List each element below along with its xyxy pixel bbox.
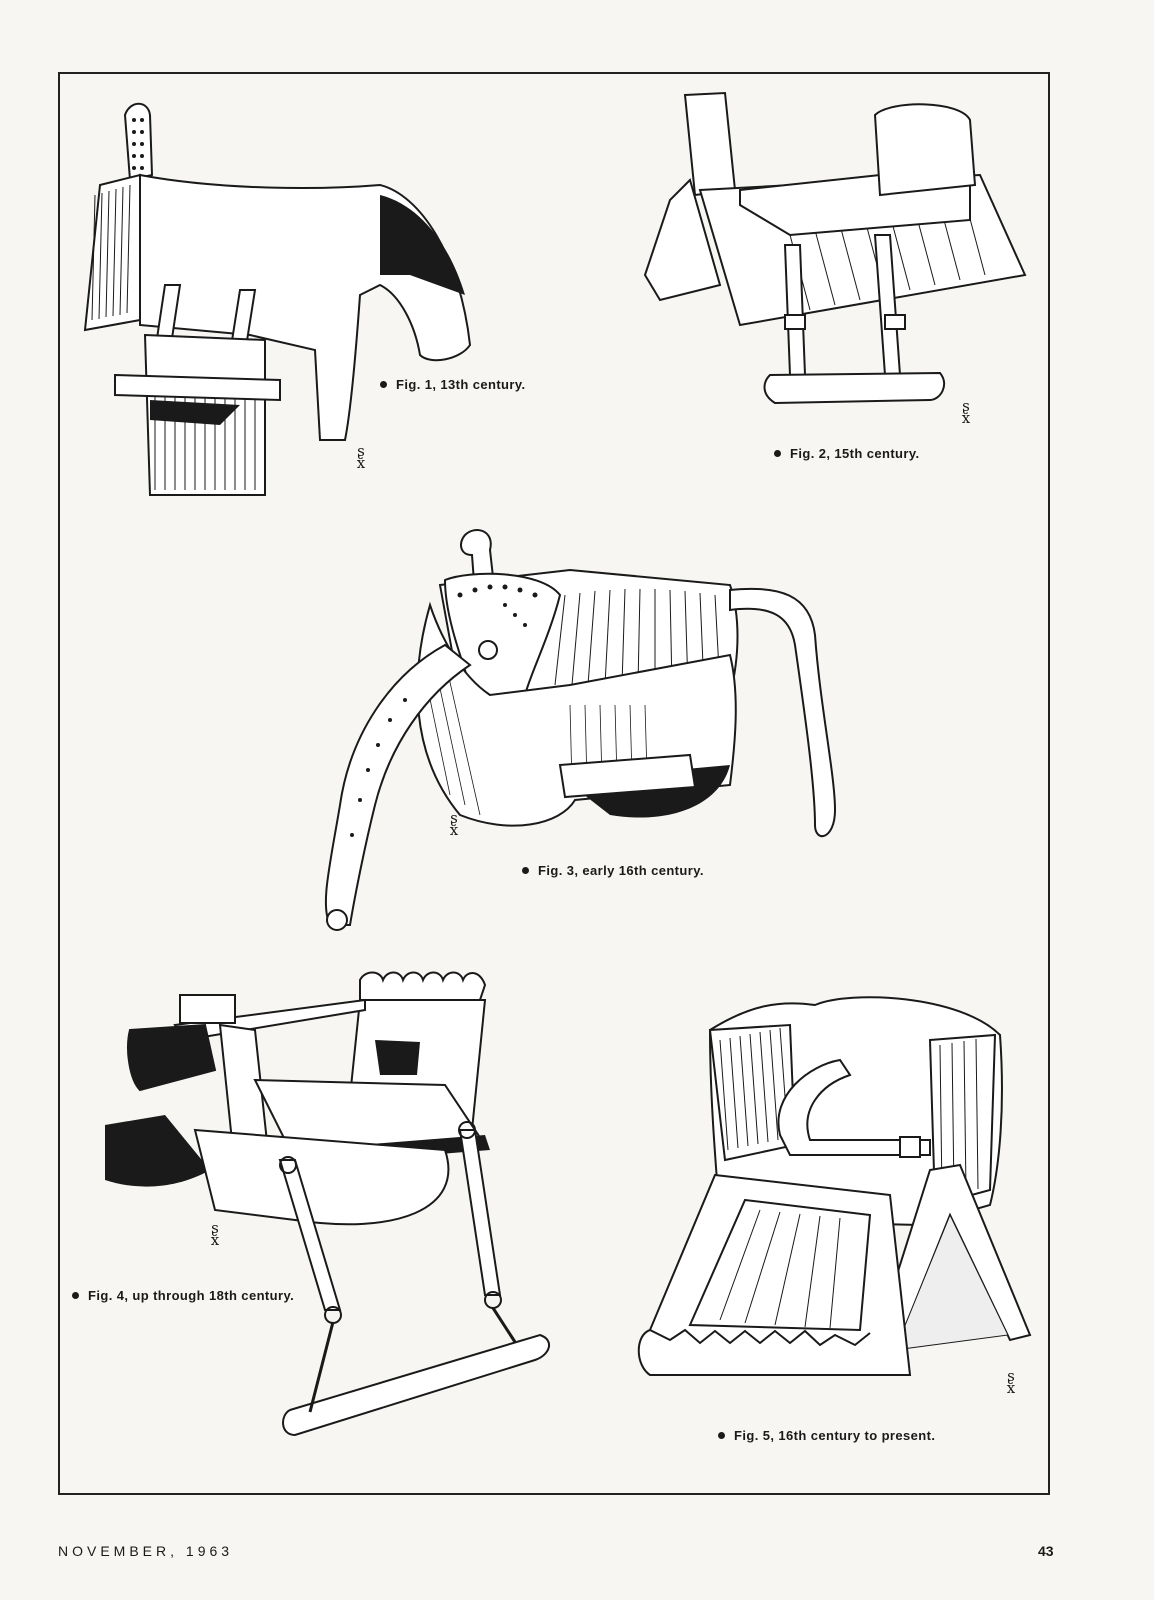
fig1-caption: Fig. 1, 13th century. — [380, 377, 526, 392]
figure-frame — [58, 72, 1050, 1495]
fig3-illustration — [310, 525, 870, 945]
fig5-illustration — [630, 985, 1032, 1405]
page-number: 43 — [1038, 1543, 1054, 1559]
fig4-caption: Fig. 4, up through 18th century. — [72, 1288, 294, 1303]
bullet-dot-icon — [522, 867, 529, 875]
fig2-illustration — [640, 85, 1040, 445]
bullet-dot-icon — [380, 381, 387, 389]
bullet-dot-icon — [72, 1292, 79, 1300]
footer-date: NOVEMBER, 1963 — [58, 1543, 234, 1559]
fig1-illustration — [80, 95, 530, 505]
fig5-caption: Fig. 5, 16th century to present. — [718, 1428, 935, 1443]
bullet-dot-icon — [718, 1432, 725, 1440]
fig4-illustration — [95, 970, 565, 1470]
bullet-dot-icon — [774, 450, 781, 458]
fig2-caption: Fig. 2, 15th century. — [774, 446, 920, 461]
fig3-caption: Fig. 3, early 16th century. — [522, 863, 704, 878]
